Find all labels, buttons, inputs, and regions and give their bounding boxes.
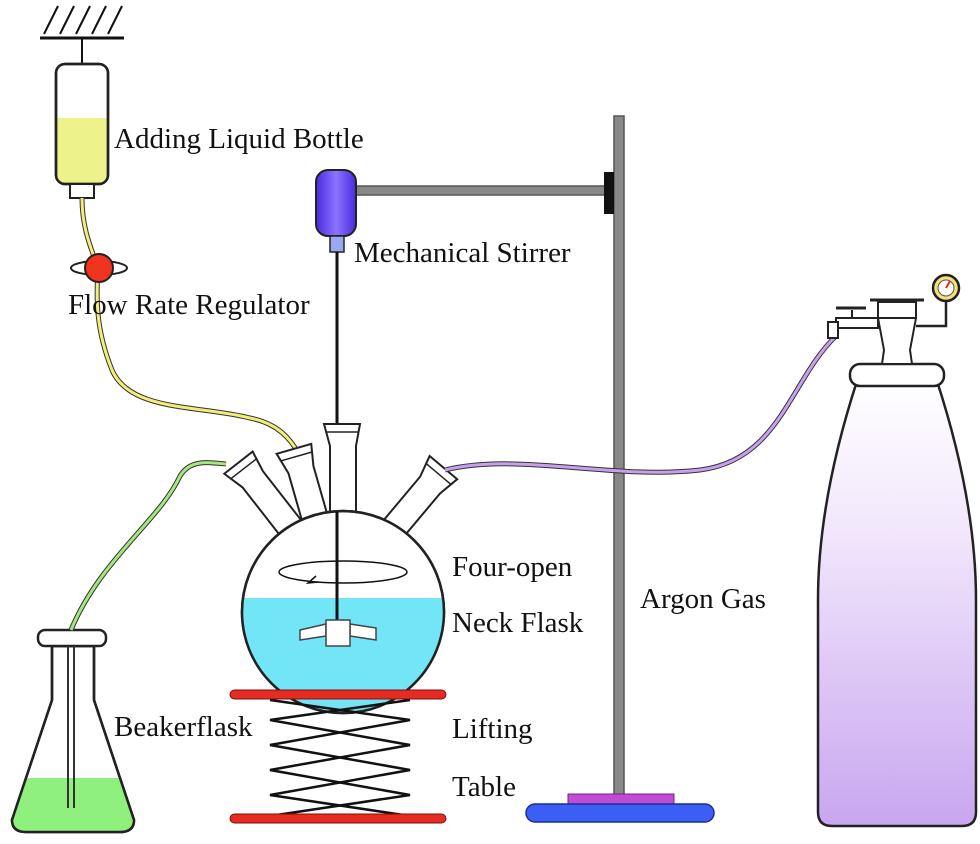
valve-icon [70, 253, 128, 283]
ceiling-hanger [40, 5, 124, 64]
table-label: Table [452, 771, 516, 803]
feed-tube [79, 197, 301, 454]
lifting-label: Lifting [452, 713, 533, 745]
gas-cylinder-icon [816, 273, 978, 828]
motor-icon [315, 169, 357, 253]
flask-icon [222, 423, 459, 715]
bottle-icon [54, 62, 110, 199]
stand-icon [349, 115, 715, 823]
erlenmeyer-flask-icon [10, 628, 136, 834]
scissor-lift-icon [229, 689, 447, 824]
flow-rate-regulator-label: Flow Rate Regulator [68, 289, 310, 321]
adding-liquid-bottle-label: Adding Liquid Bottle [114, 123, 364, 155]
four-open-label: Four-open [452, 551, 573, 583]
mechanical-stirrer-label: Mechanical Stirrer [354, 237, 571, 269]
beakerflask-label: Beakerflask [114, 711, 253, 743]
neck-flask-label: Neck Flask [452, 607, 584, 639]
argon-gas-label: Argon Gas [640, 583, 766, 615]
